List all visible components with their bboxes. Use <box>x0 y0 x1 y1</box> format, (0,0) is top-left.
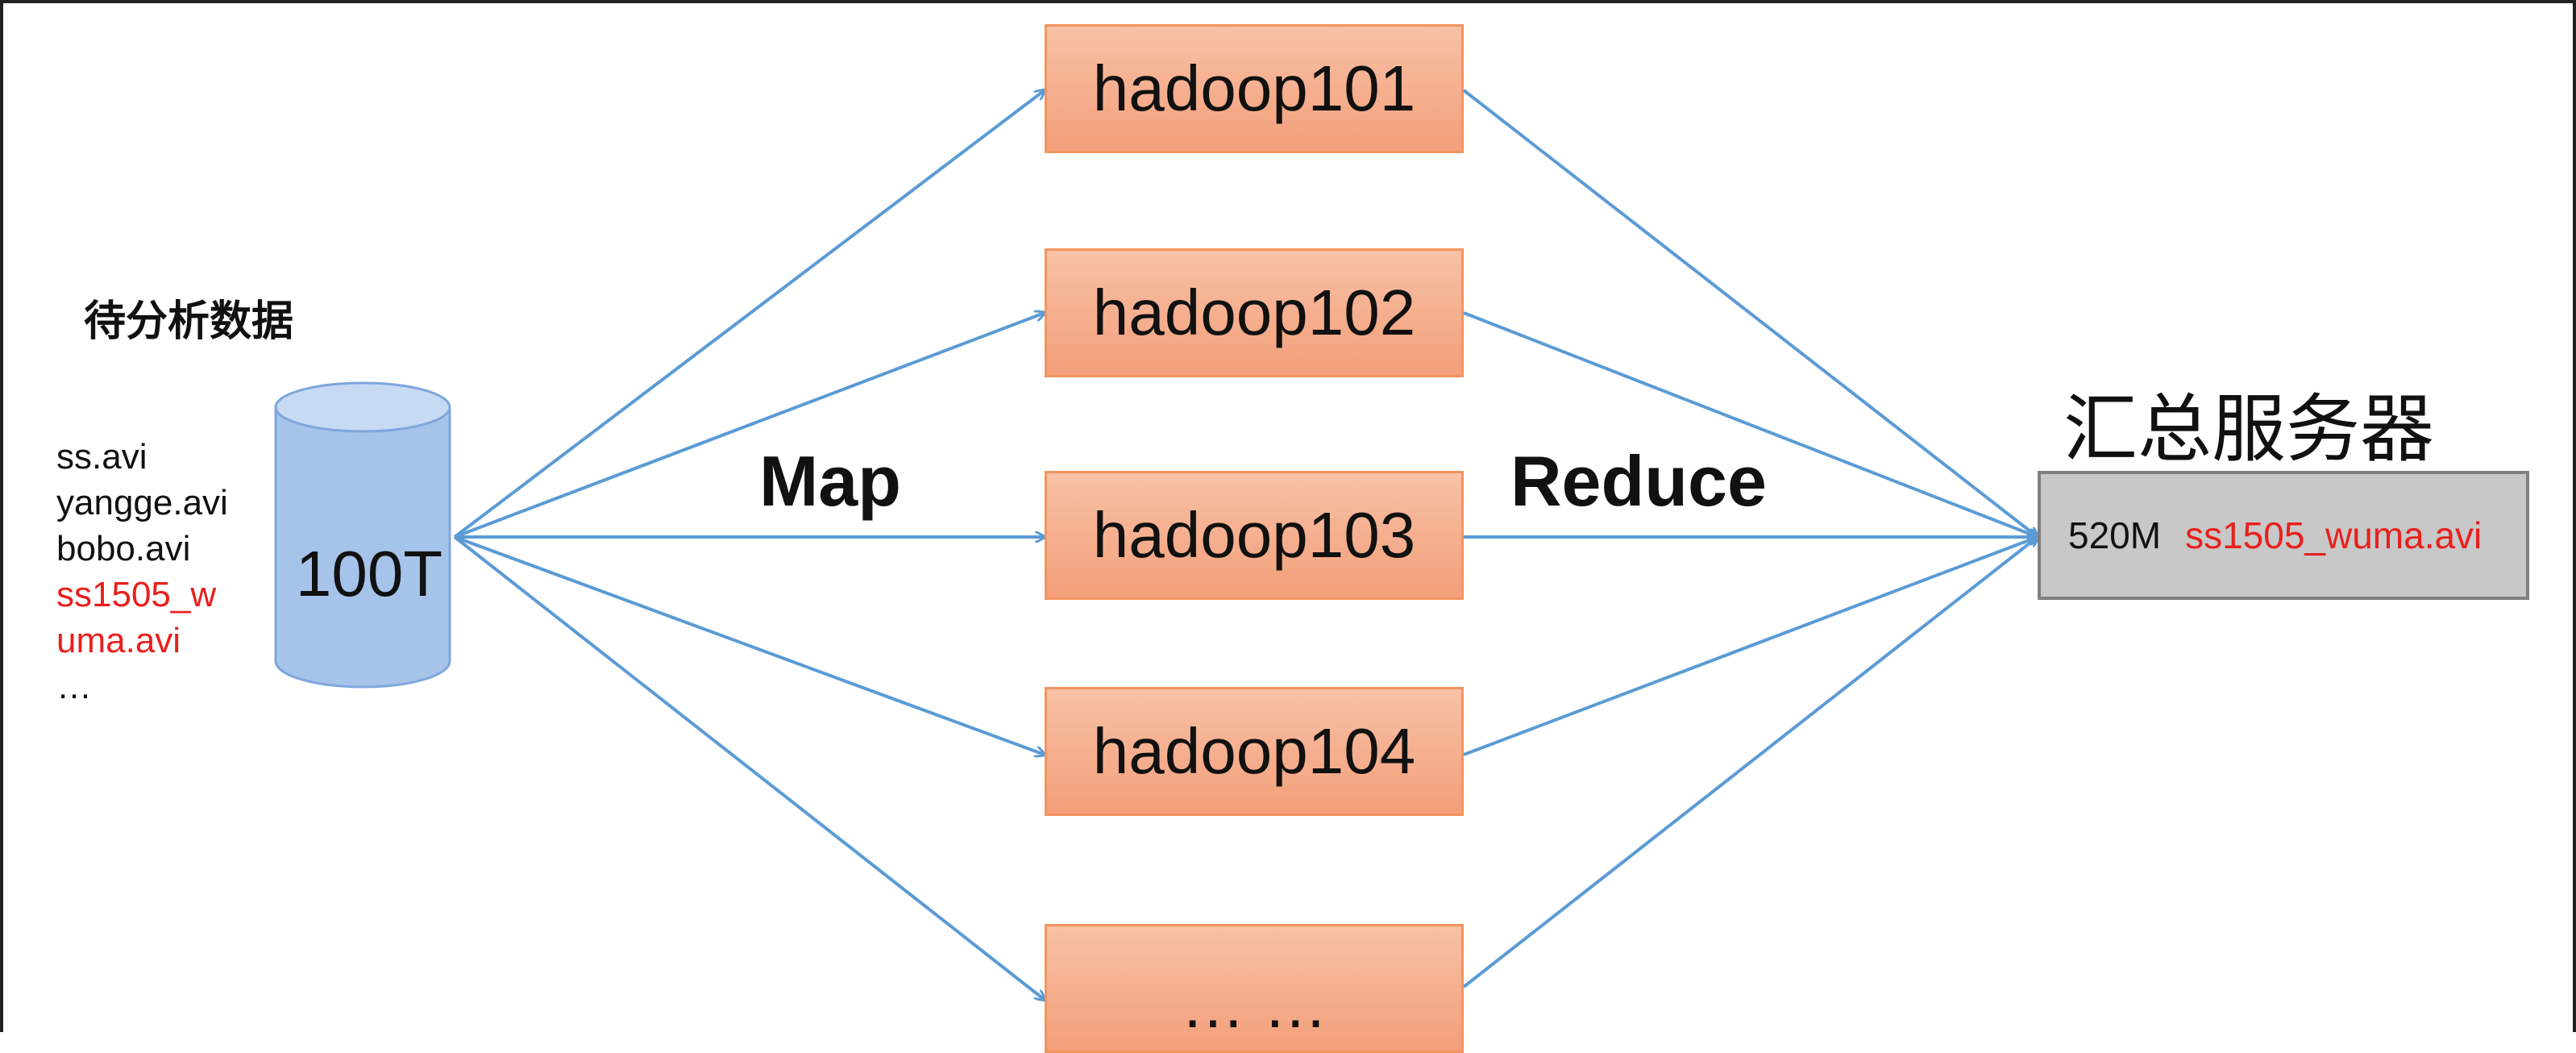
node-more: … … <box>1045 924 1464 1053</box>
map-arrow-2 <box>454 313 1045 539</box>
reduce-arrow-2 <box>1463 311 2038 537</box>
reduce-arrow-5 <box>1462 537 2038 988</box>
result-size: 520M <box>2068 514 2162 556</box>
source-data-title: 待分析数据 <box>84 298 294 345</box>
node-hadoop101: hadoop101 <box>1045 24 1464 153</box>
file-item-highlight: uma.avi <box>56 621 181 660</box>
map-arrow-1 <box>453 90 1045 539</box>
file-item: bobo.avi <box>56 529 191 568</box>
map-arrow-5 <box>453 535 1045 1000</box>
reduce-arrow-4 <box>1463 537 2038 756</box>
file-item-ellipsis: … <box>56 667 92 706</box>
file-item-highlight: ss1505_w <box>56 575 217 614</box>
database-cylinder-icon <box>274 381 451 689</box>
data-size-label: 100T <box>295 538 443 610</box>
reduce-label: Reduce <box>1510 441 1767 521</box>
file-item: yangge.avi <box>56 483 228 522</box>
map-label: Map <box>759 441 901 521</box>
result-file: ss1505_wuma.avi <box>2185 514 2483 556</box>
node-hadoop104: hadoop104 <box>1045 687 1464 816</box>
summary-server-title: 汇总服务器 <box>2063 389 2435 471</box>
reduce-arrow-1 <box>1462 89 2038 537</box>
node-hadoop103: hadoop103 <box>1045 471 1464 600</box>
map-arrow-4 <box>454 535 1045 755</box>
file-list: ss.avi yangge.avi bobo.avi ss1505_w uma.… <box>56 434 228 710</box>
summary-server-box: 520M ss1505_wuma.avi <box>2038 471 2529 600</box>
file-item: ss.avi <box>56 437 147 477</box>
node-hadoop102: hadoop102 <box>1045 248 1464 377</box>
